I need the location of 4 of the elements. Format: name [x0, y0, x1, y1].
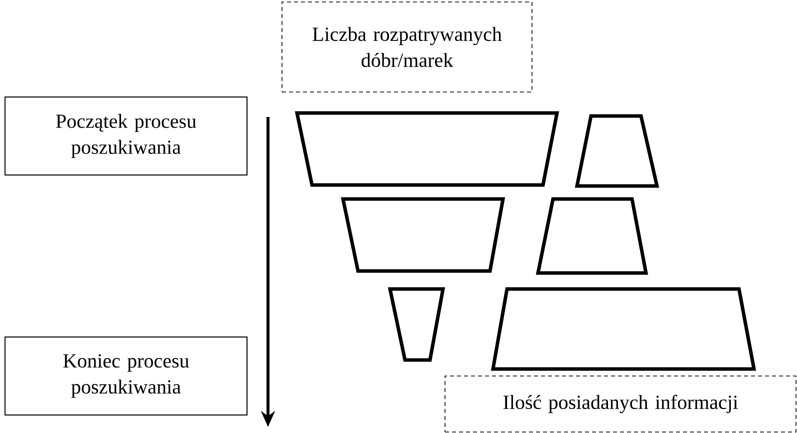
text-box: Koniec procesu poszukiwania: [4, 336, 248, 416]
text-box: Początek procesu poszukiwania: [4, 96, 248, 176]
text-box: Ilość posiadanych informacji: [444, 376, 796, 432]
text-box: Liczba rozpatrywanych dóbr/marek: [282, 2, 532, 92]
